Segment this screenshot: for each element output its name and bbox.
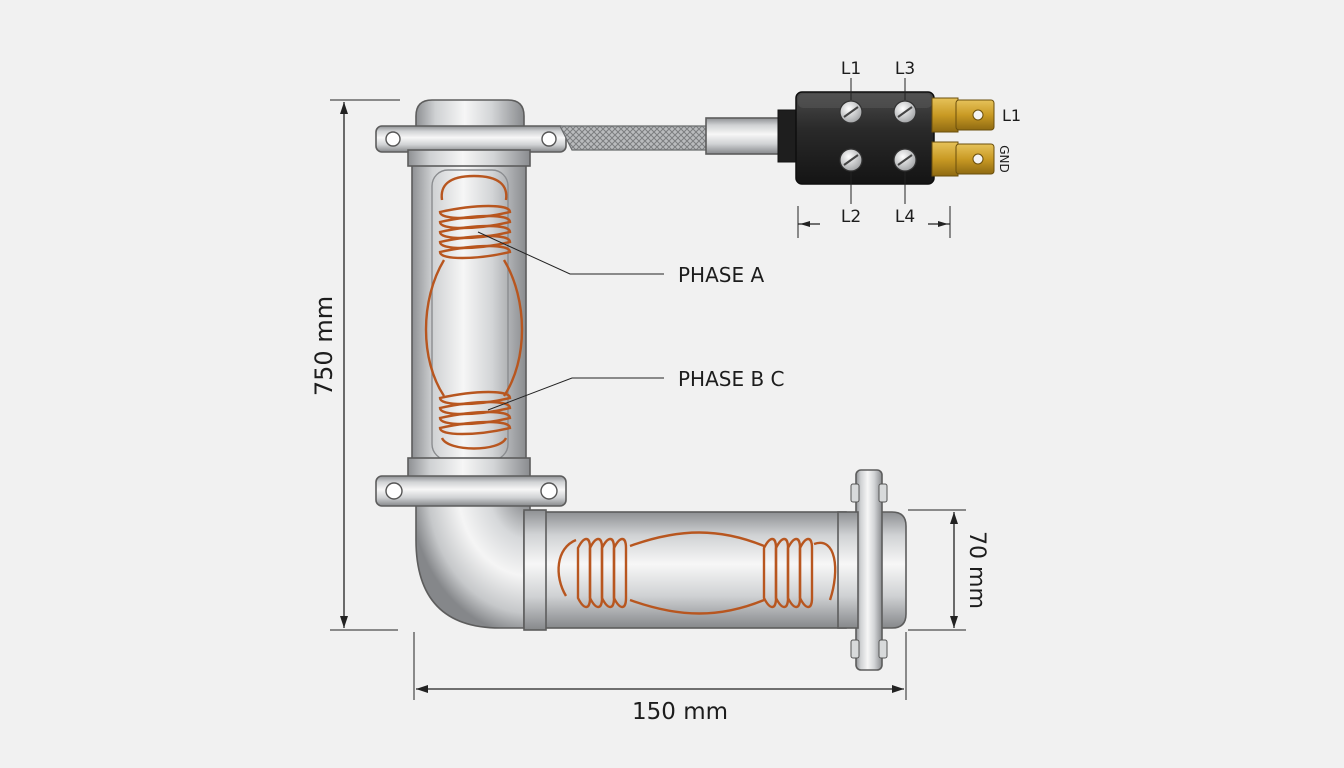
lug-label-l1: L1 <box>1002 106 1021 125</box>
callout-phase-a-label: PHASE A <box>678 263 764 287</box>
callout-phase-a <box>477 231 664 275</box>
lug-gnd <box>931 141 995 177</box>
terminal-label-l3: L3 <box>895 59 915 79</box>
terminal-block <box>795 78 995 204</box>
phase-a-coil <box>424 174 524 397</box>
middle-clamp <box>375 475 567 507</box>
screw-l3 <box>893 100 917 124</box>
terminal-label-l2: L2 <box>841 207 861 227</box>
horizontal-coils <box>557 531 837 615</box>
vertical-heater-tube <box>375 99 567 486</box>
phase-bc-coil <box>438 390 512 450</box>
callout-phase-bc <box>487 377 664 411</box>
height-dimension-label: 750 mm <box>310 296 338 396</box>
diameter-dimension <box>908 509 966 631</box>
terminal-label-l4: L4 <box>895 207 915 227</box>
horizontal-heater-tube <box>523 469 907 671</box>
diameter-dimension-label: 70 mm <box>964 531 989 609</box>
lug-label-gnd: GND <box>997 145 1011 173</box>
lug-l1 <box>931 97 995 133</box>
terminal-label-l1: L1 <box>841 59 861 79</box>
terminal-width-dimension <box>797 206 951 238</box>
screw-l4 <box>893 148 917 172</box>
width-dimension <box>413 632 907 700</box>
screw-l2 <box>839 148 863 172</box>
braided-cable <box>559 109 801 163</box>
callout-phase-bc-label: PHASE B C <box>678 367 785 391</box>
elbow-section <box>415 487 531 629</box>
width-dimension-label: 150 mm <box>632 699 728 725</box>
screw-l1 <box>839 100 863 124</box>
height-dimension <box>330 99 400 631</box>
